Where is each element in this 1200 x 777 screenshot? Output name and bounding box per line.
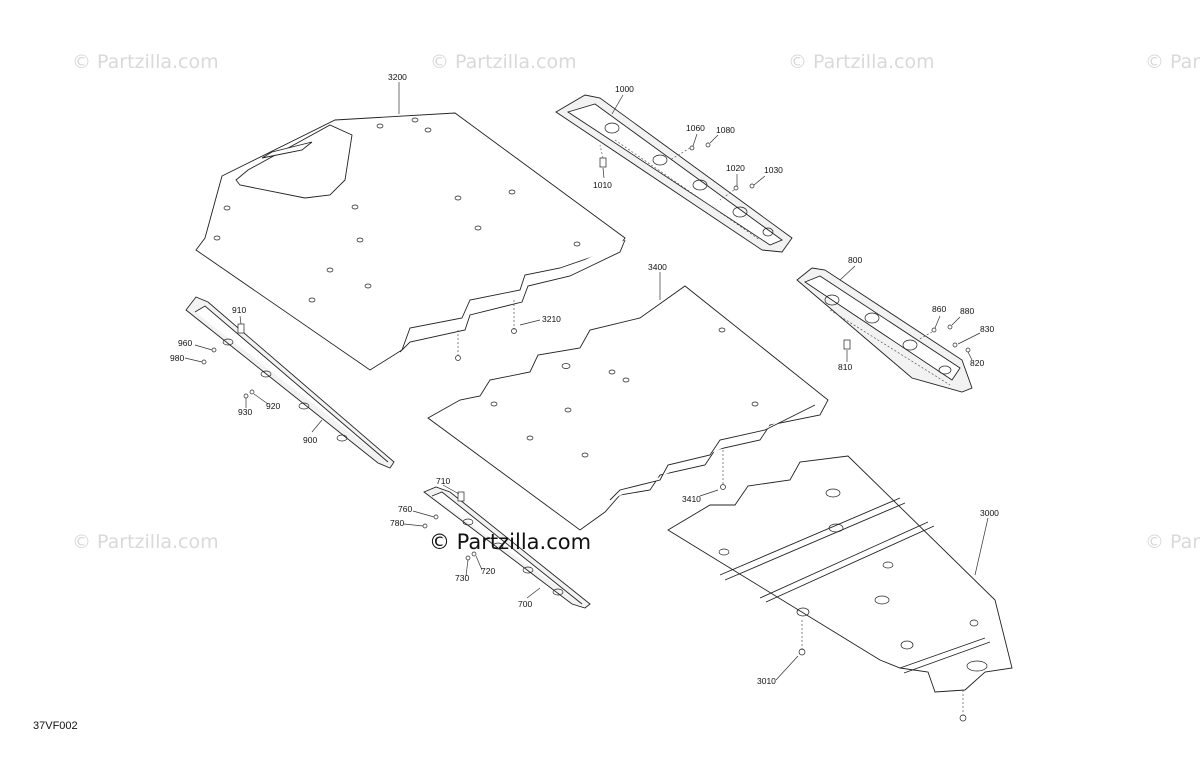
callout-730: 730: [455, 573, 469, 583]
clip-910: [237, 323, 245, 334]
screw-780: [422, 523, 428, 529]
callout-800: 800: [848, 255, 862, 265]
screw-720: [471, 551, 477, 557]
panel-3000: [667, 455, 1013, 693]
watermark: © Partzilla.com: [72, 51, 219, 73]
clip-1010: [599, 157, 607, 168]
callout-700: 700: [518, 599, 532, 609]
callout-830: 830: [980, 324, 994, 334]
callout-760: 760: [398, 504, 412, 514]
panel-3200-holes: [213, 117, 581, 303]
fastener-3410: [720, 484, 726, 490]
screw-730: [465, 555, 471, 561]
panel-3200: [195, 112, 626, 371]
fastener-3010b: [959, 714, 967, 722]
screw-820: [965, 347, 971, 353]
screw-760: [433, 514, 439, 520]
screw-960: [211, 347, 217, 353]
panel-3000-cutouts: [718, 488, 988, 672]
callout-3000: 3000: [980, 508, 999, 518]
callout-1000: 1000: [615, 84, 634, 94]
fasteners: [201, 142, 971, 722]
screw-860: [931, 327, 937, 333]
screw-980: [201, 359, 207, 365]
callout-920: 920: [266, 401, 280, 411]
callout-3210: 3210: [542, 314, 561, 324]
callout-820: 820: [970, 358, 984, 368]
clip-710: [457, 491, 465, 502]
screw-1030: [749, 183, 755, 189]
callout-720: 720: [481, 566, 495, 576]
callout-910: 910: [232, 305, 246, 315]
callout-3410: 3410: [682, 494, 701, 504]
callout-1010: 1010: [593, 180, 612, 190]
callout-880: 880: [960, 306, 974, 316]
watermark: © Partzilla.com: [788, 51, 935, 73]
callout-960: 960: [178, 338, 192, 348]
rail-800-detail: [824, 294, 952, 386]
screw-920: [249, 389, 255, 395]
callout-930: 930: [238, 407, 252, 417]
diagram-code: 37VF002: [33, 720, 78, 732]
screw-930: [243, 393, 249, 399]
callout-900: 900: [303, 435, 317, 445]
panel-3400: [427, 285, 829, 531]
callout-1030: 1030: [764, 165, 783, 175]
watermark: © Partzilla.com: [1145, 51, 1200, 73]
rail-700: [423, 486, 591, 609]
watermark: © Partzilla.com: [430, 51, 577, 73]
rail-800: [796, 267, 973, 393]
screw-830: [952, 342, 958, 348]
screw-880: [947, 324, 953, 330]
callout-3010: 3010: [757, 676, 776, 686]
screw-1060: [689, 145, 695, 151]
callout-810: 810: [838, 362, 852, 372]
watermark: © Partzilla.com: [1145, 531, 1200, 553]
callout-3200: 3200: [388, 72, 407, 82]
callout-labels: 3200 3210 3400 3410 3000 3010 1000 1010 …: [170, 72, 999, 686]
callout-860: 860: [932, 304, 946, 314]
callout-3400: 3400: [648, 262, 667, 272]
screw-1020: [733, 185, 739, 191]
clip-810: [843, 339, 851, 350]
callout-980: 980: [170, 353, 184, 363]
rail-900: [185, 296, 395, 469]
callout-710: 710: [436, 476, 450, 486]
screw-1080: [705, 142, 711, 148]
fastener-3210b: [455, 355, 461, 361]
watermark: © Partzilla.com: [72, 531, 219, 553]
leader-lines: [184, 82, 989, 715]
panel-3400-holes: [490, 327, 759, 458]
rail-900-detail: [222, 338, 348, 442]
watermark-center: © Partzilla.com: [429, 530, 591, 554]
callout-1060: 1060: [686, 123, 705, 133]
callout-1080: 1080: [716, 125, 735, 135]
callout-1020: 1020: [726, 163, 745, 173]
rail-700-detail: [462, 518, 564, 596]
callout-780: 780: [390, 518, 404, 528]
rail-1000: [555, 94, 793, 253]
rail-1000-detail: [604, 122, 774, 241]
